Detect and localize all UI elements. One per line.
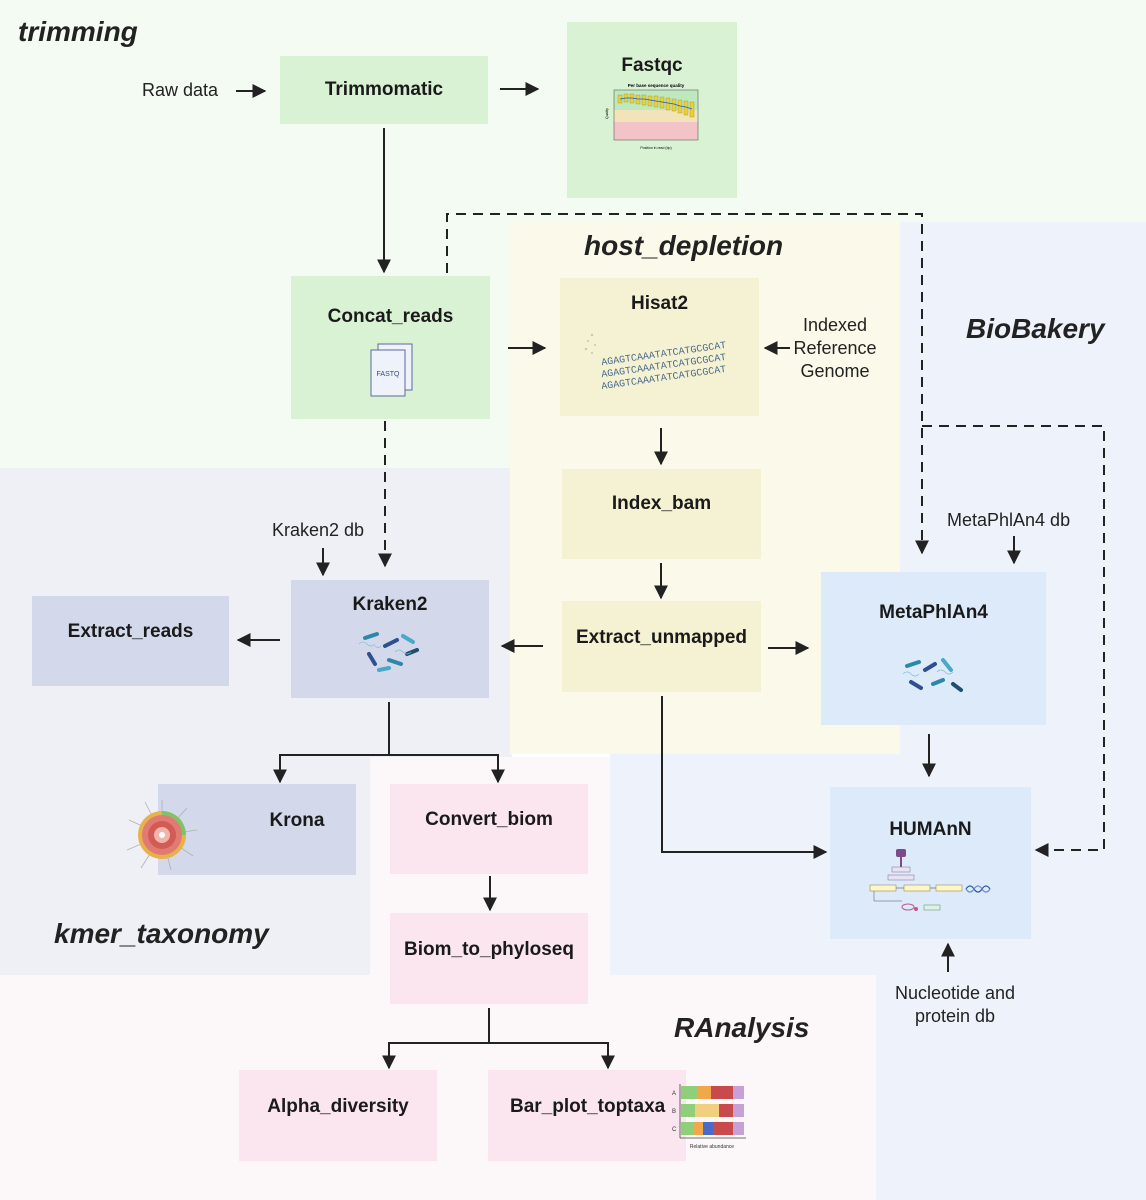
humann-label: HUMAnN	[889, 819, 972, 840]
quality-plot-icon: Per base sequence quality Quality Positi…	[605, 83, 699, 150]
nucleotide-line-2: protein db	[914, 1006, 996, 1026]
nucleotide-protein-db-input: Nucleotide and protein db	[886, 982, 1024, 1028]
bar-plot-toptaxa-label: Bar_plot_toptaxa	[510, 1096, 666, 1117]
trimming-section-title: trimming	[18, 16, 138, 47]
extract-reads-node: Extract_reads	[32, 596, 229, 686]
reference-line-1: Indexed	[802, 315, 868, 335]
metaphlan4-node: MetaPhlAn4	[821, 572, 1046, 725]
barplot-xlabel: Relative abundance	[690, 1144, 734, 1150]
biobakery-section-bg-lower	[876, 970, 1146, 1200]
extract-reads-label: Extract_reads	[67, 621, 194, 642]
kraken2-label: Kraken2	[352, 594, 428, 615]
arrow-kraken2-to-convertbiom	[389, 754, 505, 784]
hisat2-node: Hisat2 AGAGTCAAATATCATGCGCAT AGAGTCAAATA…	[560, 278, 759, 416]
biobakery-section-title: BioBakery	[966, 313, 1105, 344]
quality-plot-title: Per base sequence quality	[628, 83, 685, 88]
arrow-extractunmapped-to-humann	[661, 696, 828, 859]
humann-node: HUMAnN	[830, 787, 1031, 939]
dna-alignment-icon: AGAGTCAAATATCATGCGCAT AGAGTCAAATATCATGCG…	[584, 333, 727, 389]
nucleotide-line-1: Nucleotide and	[894, 983, 1016, 1003]
host-depletion-section-title: host_depletion	[584, 230, 784, 261]
kmer-taxonomy-section-title: kmer_taxonomy	[54, 918, 269, 949]
fastqc-node: Fastqc Per base sequence quality Quality…	[567, 22, 737, 198]
biom-to-phyloseq-label: Biom_to_phyloseq	[404, 939, 574, 960]
barplot-row-b: B	[672, 1109, 676, 1115]
reference-line-3: Genome	[800, 361, 870, 381]
concat-reads-label: Concat_reads	[327, 306, 454, 327]
krona-label: Krona	[269, 810, 325, 831]
alpha-diversity-node: Alpha_diversity	[239, 1070, 437, 1161]
barplot-row-c: C	[672, 1127, 677, 1133]
bar-plot-toptaxa-node: Bar_plot_toptaxa	[488, 1070, 686, 1161]
dashed-arrow-concat-to-metaphlan4	[446, 213, 929, 555]
kraken2-node: Kraken2	[291, 580, 489, 698]
alpha-diversity-label: Alpha_diversity	[267, 1096, 409, 1117]
trimmomatic-node: Trimmomatic	[280, 56, 488, 124]
krona-node: Krona	[158, 784, 356, 875]
stacked-barplot-icon: A B C Relative abundance	[672, 1084, 746, 1150]
index-bam-label: Index_bam	[611, 493, 712, 514]
concat-reads-node: Concat_reads FASTQ	[291, 276, 490, 419]
fastq-file-icon: FASTQ	[370, 343, 412, 397]
convert-biom-label: Convert_biom	[425, 809, 553, 830]
metaphlan4-label: MetaPhlAn4	[879, 602, 988, 623]
extract-unmapped-label: Extract_unmapped	[575, 627, 748, 648]
bacteria-icon	[358, 632, 419, 672]
hisat2-label: Hisat2	[630, 293, 689, 314]
bacteria-cluster-icon	[902, 658, 963, 692]
index-bam-node: Index_bam	[562, 469, 761, 559]
krona-chart-icon	[127, 800, 197, 870]
metaphlan4-db-input: MetaPhlAn4 db	[947, 510, 1071, 530]
extract-unmapped-node: Extract_unmapped	[562, 601, 761, 692]
barplot-row-a: A	[672, 1091, 676, 1097]
trimmomatic-label: Trimmomatic	[324, 79, 444, 100]
arrow-biomtophyloseq-to-alphadiversity	[382, 1008, 490, 1070]
raw-data-input: Raw data	[142, 80, 219, 100]
quality-plot-xlabel: Position in read (bp)	[640, 146, 671, 150]
arrow-kraken2-to-krona	[273, 702, 390, 784]
quality-plot-ylabel: Quality	[605, 108, 609, 119]
arrow-biomtophyloseq-to-barplot	[489, 1042, 615, 1070]
fastq-file-label: FASTQ	[376, 371, 400, 378]
fastqc-label: Fastqc	[621, 55, 683, 76]
ranalysis-section-title: RAnalysis	[674, 1012, 810, 1043]
biom-to-phyloseq-node: Biom_to_phyloseq	[390, 913, 588, 1004]
indexed-reference-genome-input: Indexed Reference Genome	[792, 314, 878, 383]
convert-biom-node: Convert_biom	[390, 784, 588, 874]
reference-line-2: Reference	[793, 338, 877, 358]
kraken2-db-input: Kraken2 db	[272, 520, 365, 540]
dashed-arrow-to-humann	[922, 425, 1105, 857]
pathway-icon	[869, 849, 990, 911]
